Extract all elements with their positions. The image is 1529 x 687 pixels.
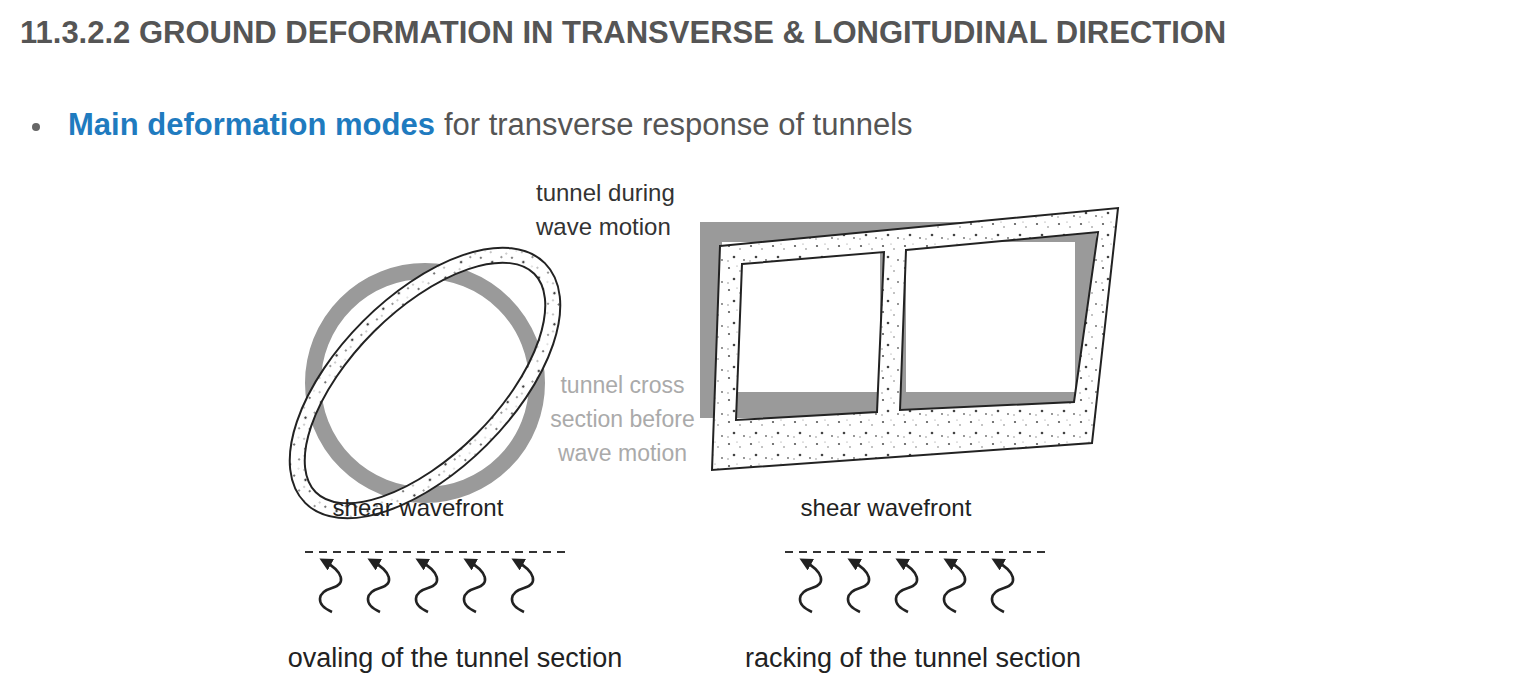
bullet-text: for transverse response of tunnels	[444, 106, 913, 143]
wave-arrow	[992, 561, 1013, 612]
wave-arrow	[896, 561, 917, 612]
wave-arrow	[416, 561, 437, 612]
wave-arrow	[320, 561, 341, 612]
figure-caption: ovaling of the tunnel section	[288, 642, 623, 674]
bullet-heading: Main deformation modes	[68, 106, 435, 143]
figure-label: tunnel during wave motion	[536, 176, 711, 244]
tunnel-ring-before	[313, 271, 537, 495]
box-section-deformed	[712, 208, 1118, 470]
bullet-dot	[32, 123, 40, 131]
figure-label: tunnel cross section before wave motion	[550, 368, 695, 470]
shear-wave-arrows	[320, 561, 1013, 612]
tunnel-ring-deformed	[254, 212, 596, 554]
wave-arrow	[848, 561, 869, 612]
wavefront-line	[305, 551, 565, 553]
wave-arrow	[800, 561, 821, 612]
wavefront-label: shear wavefront	[333, 494, 504, 523]
wave-arrow	[944, 561, 965, 612]
wave-arrow	[512, 561, 533, 612]
wave-arrow	[368, 561, 389, 612]
wave-arrow	[464, 561, 485, 612]
figure-caption: racking of the tunnel section	[745, 642, 1081, 674]
wavefront-label: shear wavefront	[801, 494, 972, 523]
page-title: 11.3.2.2 GROUND DEFORMATION IN TRANSVERS…	[20, 14, 1226, 51]
wavefront-line	[785, 551, 1045, 553]
